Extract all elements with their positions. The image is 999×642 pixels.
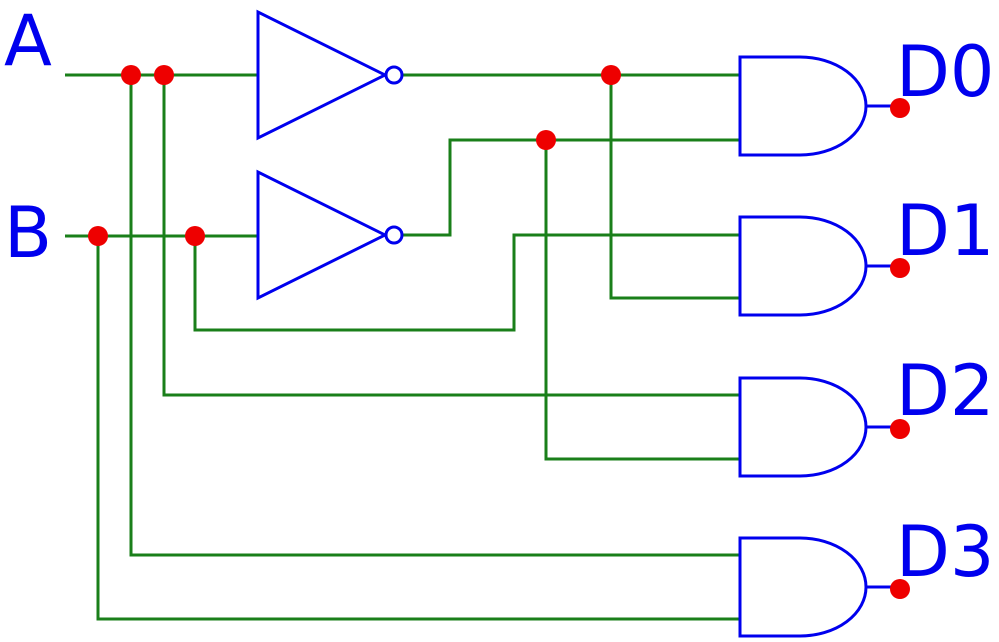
wire-not-b-to-d2 — [544, 140, 740, 461]
junction-not-a — [601, 65, 621, 85]
output-d2-dot — [890, 419, 910, 439]
wire-not-b-to-d0 — [403, 138, 740, 237]
labels: A B D0 D1 D2 D3 — [4, 0, 994, 593]
output-label-d1: D1 — [896, 190, 994, 272]
not-gate-a — [256, 9, 389, 141]
output-d0-dot — [890, 98, 910, 118]
and-gate-d2 — [738, 376, 868, 478]
junction-a-1 — [121, 65, 141, 85]
wire-a-to-d3 — [129, 75, 740, 557]
input-label-b: B — [4, 192, 52, 274]
wires — [65, 73, 740, 621]
not-gate-b-bubble — [384, 225, 404, 245]
output-label-d3: D3 — [896, 511, 994, 593]
wire-b-to-d3 — [96, 236, 740, 621]
and-gate-d0 — [738, 55, 868, 157]
junction-not-b — [536, 130, 556, 150]
output-label-d2: D2 — [896, 350, 994, 432]
gates — [256, 9, 900, 638]
junction-b-2 — [185, 226, 205, 246]
junction-b-1 — [88, 226, 108, 246]
wire-a-to-d2 — [162, 75, 740, 397]
output-d3-dot — [890, 579, 910, 599]
and-gate-d3 — [738, 536, 868, 638]
wire-b-to-d1 — [193, 233, 740, 332]
output-label-d0: D0 — [896, 31, 994, 113]
and-gate-d1 — [738, 215, 868, 317]
junction-a-2 — [154, 65, 174, 85]
not-gate-b — [256, 169, 389, 301]
output-d1-dot — [890, 258, 910, 278]
junctions — [88, 65, 910, 599]
not-gate-a-bubble — [384, 65, 404, 85]
input-label-a: A — [4, 0, 52, 82]
wire-not-a-to-d1 — [609, 75, 740, 300]
